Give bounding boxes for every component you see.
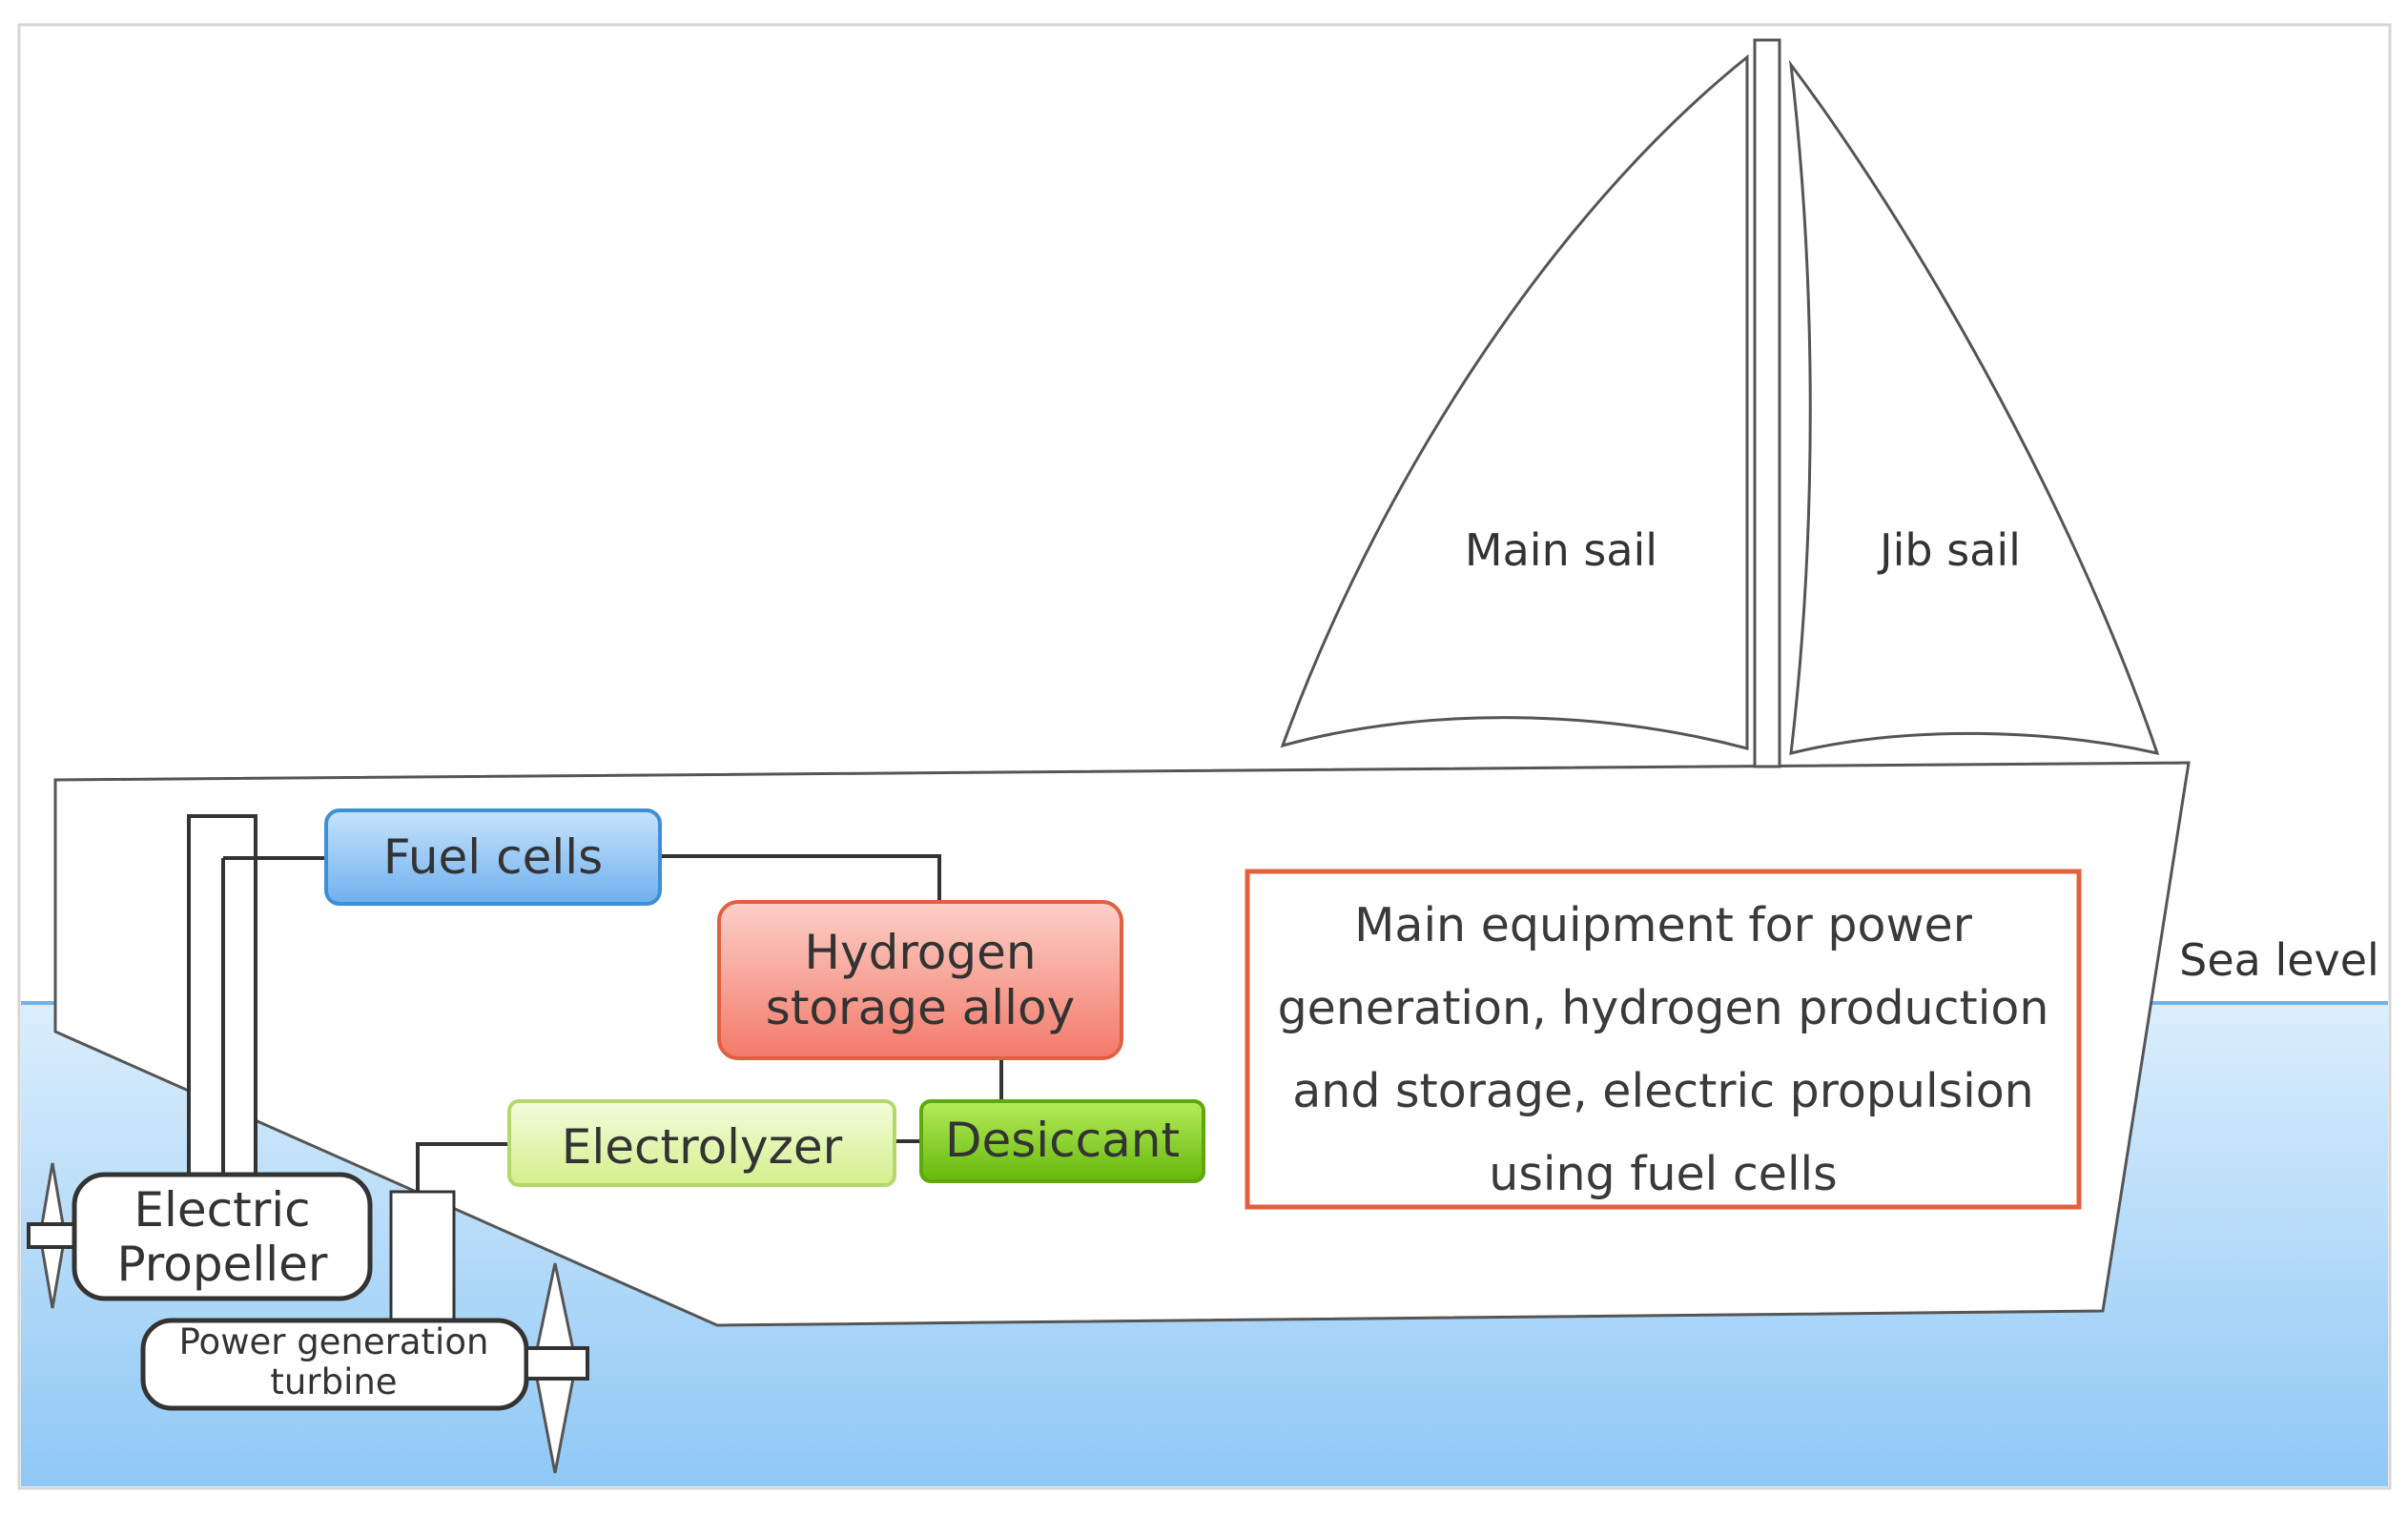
turbine-hub [525,1346,589,1381]
electric-propeller-label-line2: Propeller [117,1237,328,1292]
turbine-label-line2: turbine [270,1361,397,1402]
desiccant-label: Desiccant [945,1113,1180,1168]
electric-propeller-label-line1: Electric [134,1182,310,1238]
turbine-mount [389,1190,456,1322]
note-line1: Main equipment for power [1354,898,1973,952]
note-line2: generation, hydrogen production [1278,981,2049,1035]
fuel-cell-to-hydrogen-line [660,854,941,902]
main-sail-label: Main sail [1465,524,1657,576]
main-sail [1280,53,1749,750]
jib-sail-label: Jib sail [1877,524,2021,576]
hydrogen-storage-label-line1: Hydrogen [804,925,1036,980]
hydrogen-storage-box [717,900,1123,1060]
fuel-cells-box [324,808,662,906]
desiccant-box [919,1099,1205,1183]
electrolyzer-label: Electrolyzer [562,1119,843,1175]
mast [1753,38,1781,768]
turbine-label-line1: Power generation [179,1321,489,1362]
jib-sail [1788,59,2160,756]
hydrogen-storage-label-line2: storage alloy [766,980,1075,1035]
note-line4: using fuel cells [1489,1147,1837,1201]
fuel-cells-label: Fuel cells [383,829,603,885]
note-box [1245,869,2082,1210]
sea-level-label: Sea level [2179,934,2379,986]
note-line3: and storage, electric propulsion [1292,1064,2034,1118]
electric-propeller-hub [27,1222,80,1249]
electric-propeller-box [72,1172,373,1301]
electrolyzer-box [507,1099,896,1187]
